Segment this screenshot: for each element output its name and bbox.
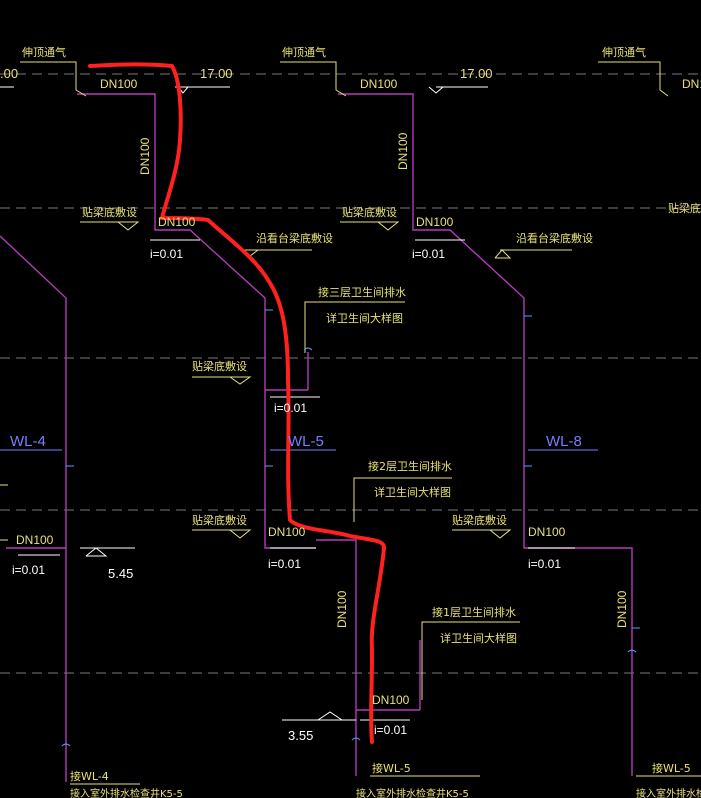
vent-label-1: 伸顶通气 (22, 45, 66, 59)
slope-1: i=0.01 (150, 247, 183, 261)
dn-label-6: DN100 (16, 533, 54, 547)
dn-label-7: DN100 (268, 525, 306, 539)
slope-7: i=0.01 (374, 723, 407, 737)
balcony-label-1: 沿看台梁底敷设 (256, 231, 333, 245)
riser-wl4: WL-4 (10, 433, 46, 450)
elevation-17-b: 17.00 (460, 66, 493, 81)
floor1-note: 接1层卫生间排水 (432, 605, 516, 619)
floor-level-lines (0, 73, 701, 674)
beam-lay-label-6: 贴梁底敷设 (452, 513, 507, 527)
slope-3: i=0.01 (274, 401, 307, 415)
floor2-detail: 详卫生间大样图 (374, 485, 451, 499)
slope-6: i=0.01 (528, 557, 561, 571)
beam-lay-label-3: 贴梁底敷设 (668, 201, 701, 215)
riser-labels: WL-4 WL-5 WL-8 (10, 433, 582, 450)
pipe-markers (61, 309, 640, 747)
slope-texts: i=0.01 i=0.01 i=0.01 i=0.01 i=0.01 i=0.0… (12, 247, 561, 737)
dn-label-3: DN100 (682, 77, 701, 91)
riser-wl5: WL-5 (288, 433, 324, 450)
beam-lay-label-5: 贴梁底敷设 (192, 513, 247, 527)
elevation-17-a: 17.00 (200, 66, 233, 81)
pipe-size-texts: DN100 DN100 DN100 DN100 DN100 DN100 DN10… (16, 77, 701, 707)
elevation-355: 3.55 (288, 728, 313, 743)
floor1-detail: 详卫生间大样图 (440, 631, 517, 645)
slope-5: i=0.01 (268, 557, 301, 571)
dn-vertical-2: DN100 (396, 132, 410, 170)
label-leaders (0, 61, 701, 785)
outdoor-well-5: 接入室外排水检查井K5-5 (356, 787, 469, 798)
dn-vertical-3: DN100 (335, 590, 349, 628)
red-markup-stroke (88, 62, 386, 744)
outdoor-well-4: 接入室外排水检查井K5-5 (70, 787, 183, 798)
connect-wl5: 接WL-5 (372, 762, 411, 775)
vent-label-3: 伸顶通气 (602, 45, 646, 59)
elevation-partial: .00 (0, 66, 18, 81)
beam-lay-label-1: 贴梁底敷设 (82, 205, 137, 219)
dn-vertical-1: DN100 (138, 137, 152, 175)
elevation-texts: .00 17.00 17.00 5.45 3.55 (0, 66, 493, 743)
balcony-label-2: 沿看台梁底敷设 (516, 231, 593, 245)
floor3-detail: 详卫生间大样图 (326, 311, 403, 325)
vent-label-2: 伸顶通气 (282, 45, 326, 59)
riser-wl8: WL-8 (546, 433, 582, 450)
dn-vertical-4: DN100 (615, 590, 629, 628)
connect-wl4: 接WL-4 (70, 770, 109, 783)
drain-pipes (0, 93, 633, 782)
floor2-note: 接2层卫生间排水 (368, 459, 452, 473)
dn-label-4: DN100 (158, 215, 196, 229)
outdoor-well-r: 接入室外排水检查井K5 (636, 787, 701, 798)
slope-4: i=0.01 (12, 563, 45, 577)
dn-label-9: DN100 (372, 693, 410, 707)
dn-label-1: DN100 (100, 77, 138, 91)
beam-lay-label-4: 贴梁底敷设 (192, 359, 247, 373)
dn-label-8: DN100 (528, 525, 566, 539)
dn-label-5: DN100 (416, 215, 454, 229)
beam-lay-label-2: 贴梁底敷设 (342, 205, 397, 219)
elevation-545: 5.45 (108, 566, 133, 581)
connect-wl5-right: 接WL-5 (652, 762, 691, 775)
annotation-texts: 伸顶通气 伸顶通气 伸顶通气 贴梁底敷设 贴梁底敷设 贴梁底敷设 沿看台梁底敷设… (22, 45, 701, 798)
slope-2: i=0.01 (412, 247, 445, 261)
floor3-note: 接三层卫生间排水 (318, 285, 406, 299)
dn-label-2: DN100 (360, 77, 398, 91)
